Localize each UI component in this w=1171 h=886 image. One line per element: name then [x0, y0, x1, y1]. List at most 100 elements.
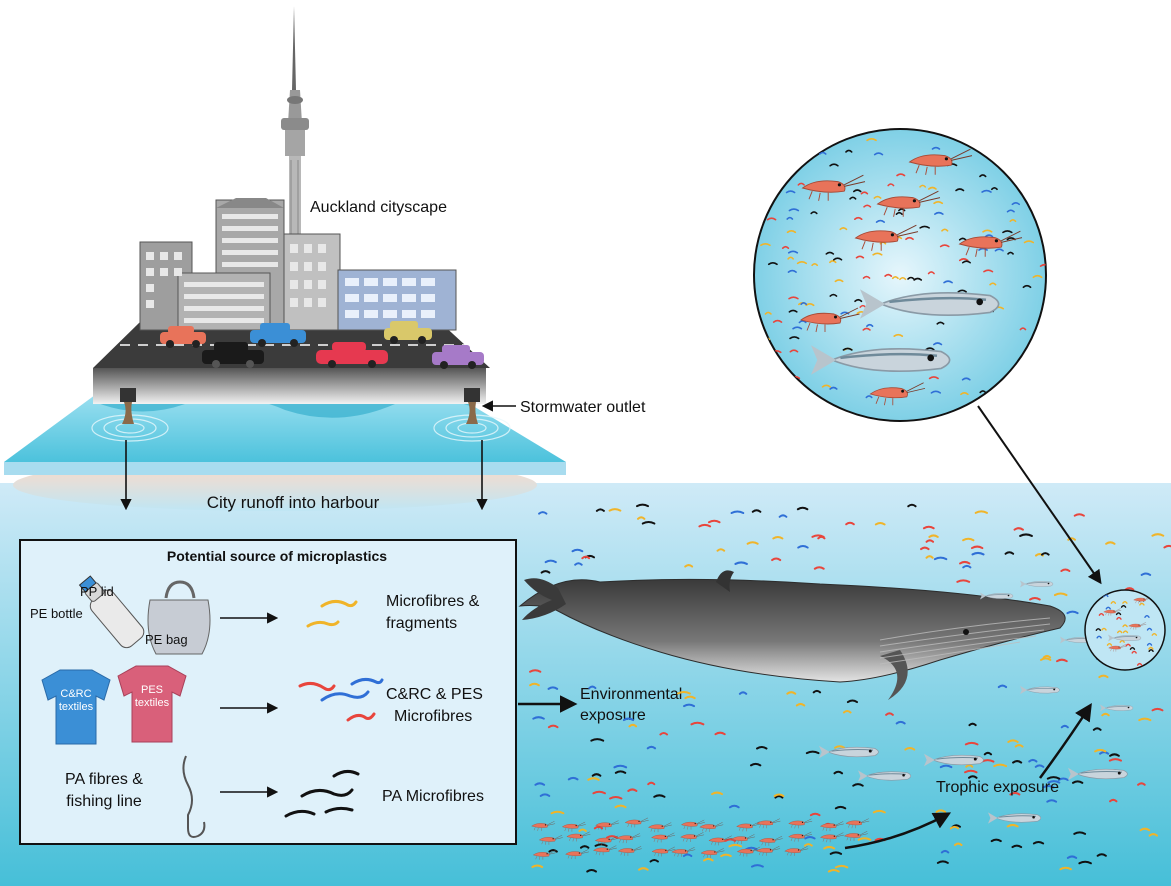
microplastic-fibre	[832, 133, 840, 137]
microplastic-fibre	[895, 720, 906, 725]
pa-label-line1: PA fibres &	[65, 771, 143, 788]
krill-icon	[788, 818, 813, 829]
harbour-water	[4, 395, 566, 462]
microplastic-fibre	[895, 211, 903, 216]
microplastic-fibre	[1105, 541, 1116, 545]
microplastic-fibre	[728, 804, 740, 809]
microplastic-fibre	[532, 716, 545, 720]
microplastic-fibre	[825, 251, 835, 255]
cityscape-label: Auckland cityscape	[310, 199, 447, 216]
microplastic-fibre	[728, 843, 743, 848]
microplastic-fibre	[1095, 628, 1101, 631]
microplastic-fibre	[1137, 782, 1146, 786]
microplastic-fibre	[767, 262, 778, 266]
microplastic-fibre	[829, 163, 839, 167]
microplastic-fibre	[1060, 568, 1071, 573]
microplastic-fibre	[772, 535, 784, 540]
microplastic-fibre	[1115, 612, 1122, 616]
microplastic-fibre	[1032, 274, 1043, 279]
microplastic-fibre	[829, 259, 837, 264]
sky-tower	[281, 6, 309, 246]
microplastic-fibre	[834, 864, 849, 869]
microplastic-fibre	[548, 849, 558, 853]
microplastic-fibre	[792, 326, 803, 330]
microplastic-fibre	[1120, 604, 1127, 608]
microplastic-fibre	[538, 511, 548, 515]
microplastic-fibre	[967, 405, 976, 409]
microplastic-fibre	[647, 781, 656, 786]
krill-icon	[958, 230, 1023, 257]
microplastic-fibre	[638, 867, 649, 871]
microplastic-fibre	[941, 228, 949, 232]
microplastic-fibre	[1047, 780, 1061, 784]
microplastic-fibre	[595, 508, 605, 512]
krill-icon	[820, 832, 844, 843]
microplastic-fibre	[787, 269, 797, 273]
microplastic-fibre	[754, 366, 763, 370]
microplastic-fibre	[1006, 823, 1019, 828]
microplastic-fibre	[962, 564, 972, 569]
microplastic-fibre	[927, 271, 935, 275]
microplastic-fibre	[1022, 284, 1032, 289]
microplastic-fibre	[766, 217, 777, 221]
out-pa-label: PA Microfibres	[382, 788, 484, 805]
microplastic-fibre	[756, 746, 768, 750]
microplastic-fibre	[1125, 643, 1131, 647]
stormwater-label: Stormwater outlet	[520, 399, 646, 416]
microplastic-fibre	[960, 408, 970, 412]
krill-icon	[566, 831, 591, 842]
microplastic-fibre	[1098, 613, 1105, 616]
microplastic-fibre	[750, 864, 764, 868]
microplastic-fibre	[1139, 602, 1145, 606]
seawall	[93, 368, 486, 404]
sea-microplastics	[529, 503, 1171, 873]
microplastic-fibre	[790, 389, 800, 393]
microplastic-fibre	[1108, 758, 1123, 762]
microplastic-fibre	[529, 682, 540, 687]
krill-icon	[651, 846, 676, 857]
microplastic-fibre	[653, 794, 666, 798]
microplastic-fibre	[540, 570, 551, 574]
microplastic-fibre	[1032, 840, 1045, 845]
pes-shirt-icon	[117, 665, 187, 743]
microplastic-fibre	[884, 273, 893, 277]
microplastic-fibre	[1139, 827, 1151, 832]
krill-icon	[788, 831, 813, 842]
microplastic-fibre	[789, 349, 799, 353]
microplastic-fibre	[961, 260, 971, 264]
microplastic-fibre	[578, 828, 587, 832]
microplastic-fibre	[796, 261, 808, 265]
microplastic-fibre	[807, 147, 818, 151]
trophic-arrow-lower	[844, 812, 952, 850]
microplastic-fibre	[1101, 712, 1110, 717]
microplastic-fibre	[1053, 592, 1068, 597]
microplastic-fibre	[1148, 649, 1154, 653]
mouth-zoom-circle	[1084, 589, 1166, 671]
microplastic-fibre	[690, 721, 705, 726]
microplastic-fibre	[1046, 799, 1058, 803]
microplastic-fibre	[862, 275, 871, 279]
microplastic-fibre	[855, 255, 865, 259]
microplastic-fibre	[1042, 654, 1052, 659]
microplastic-fibre	[682, 853, 693, 858]
microplastic-fibre	[1116, 616, 1122, 620]
microplastic-fibre	[780, 138, 791, 142]
microplastic-fibre	[1124, 587, 1135, 591]
microplastic-fibre	[818, 151, 827, 155]
microplastic-fibre	[1026, 359, 1037, 363]
out-textiles-line1: C&RC & PES	[386, 686, 483, 703]
microplastic-fibre	[1011, 844, 1023, 849]
microplastic-fibre	[1140, 572, 1152, 576]
microplastic-fibre	[767, 150, 778, 155]
microplastic-fibre	[833, 770, 844, 775]
microplastic-fibre	[933, 556, 948, 561]
krill-icon	[1103, 608, 1122, 616]
microplastic-fibre	[896, 173, 906, 177]
crc-shirt-icon	[41, 669, 111, 745]
krill-icon	[624, 817, 649, 828]
microplastic-fibre	[873, 195, 882, 199]
microplastic-fibre	[796, 506, 809, 511]
microplastic-fibre	[852, 783, 864, 787]
microplastic-fibre	[1073, 513, 1085, 517]
microplastic-fibre	[1029, 597, 1041, 601]
